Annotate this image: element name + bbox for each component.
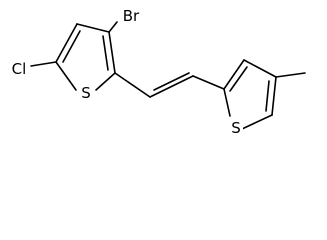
bond-c5-s-left xyxy=(55,61,77,91)
bond-c5-s-right xyxy=(241,114,273,130)
bond-ca-cb xyxy=(149,75,194,98)
bond-c4-c5-right xyxy=(271,76,277,116)
bond-c4-c5-right-double xyxy=(265,80,270,112)
bond-c3-c2-left-double xyxy=(102,35,109,71)
bond-c4-c5-left-double xyxy=(62,30,81,63)
structure-diagram: Br Cl S S xyxy=(8,7,306,137)
bromine-atom: Br xyxy=(119,7,143,25)
bond-c3-c4 xyxy=(76,23,110,33)
bond-c2-c3-right-double xyxy=(229,66,248,92)
sulfur-right-atom: S xyxy=(229,119,243,137)
bond-s-c2-right xyxy=(223,88,231,117)
chlorine-atom: Cl xyxy=(8,60,30,78)
bond-c4-methyl xyxy=(275,72,306,78)
sulfur-right-label: S xyxy=(231,119,241,137)
bond-ca-cb-double xyxy=(153,72,190,91)
chlorine-label: Cl xyxy=(12,60,27,78)
bond-c5-cl xyxy=(30,61,57,67)
bond-c4-c5-left xyxy=(55,23,78,63)
bond-s-c2-left xyxy=(95,72,116,91)
bond-c2-c3-right xyxy=(223,59,245,90)
sulfur-left-atom: S xyxy=(79,84,93,102)
molecule-svg: Br Cl S S xyxy=(8,7,306,137)
bond-cb-c2-right xyxy=(192,75,225,90)
bond-c3-c4-right xyxy=(243,59,277,78)
bond-c3-c2-left xyxy=(108,31,116,74)
bromine-label: Br xyxy=(123,7,140,25)
bond-c2-ca xyxy=(114,72,151,98)
bond-c3-br xyxy=(108,21,118,33)
sulfur-left-label: S xyxy=(81,84,91,102)
